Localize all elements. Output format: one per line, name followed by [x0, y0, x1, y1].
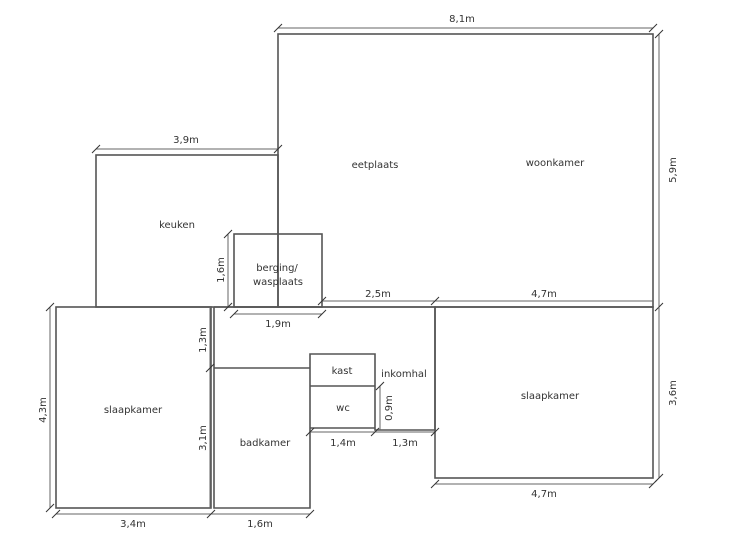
dim-label: 1,6m [247, 519, 273, 530]
dim-label: 3,4m [120, 519, 146, 530]
room-label-wc: wc [336, 403, 350, 414]
dim-label: 1,3m [392, 438, 418, 449]
dim-label: 2,5m [365, 289, 391, 300]
bathroom-wall [213, 307, 435, 509]
dimension-lines [45, 23, 664, 519]
dim-label: 1,4m [330, 438, 356, 449]
dim-label: 3,1m [198, 425, 209, 451]
dim-label: 4,3m [38, 397, 49, 423]
dim-label: 1,6m [216, 257, 227, 283]
dim-label: 5,9m [668, 157, 679, 183]
kitchen-wall [95, 154, 279, 308]
room-label-badkamer: badkamer [240, 438, 291, 449]
room-label-keuken: keuken [159, 220, 195, 231]
room-label-berging: berging/ [256, 263, 298, 274]
dim-label: 3,9m [173, 135, 199, 146]
room-label-woonkamer: woonkamer [526, 158, 585, 169]
dim-label: 8,1m [449, 14, 475, 25]
walls [55, 33, 654, 509]
left-bedroom-wall [55, 306, 212, 509]
living-room-wall [277, 33, 654, 308]
room-label-slaapkamer-left: slaapkamer [104, 405, 163, 416]
room-label-eetplaats: eetplaats [352, 160, 399, 171]
room-label-kast: kast [332, 366, 353, 377]
room-label-slaapkamer-right: slaapkamer [521, 391, 580, 402]
dimension-labels: 8,1m 5,9m 3,9m 1,6m 1,9m 2,5m 4,7m 4,3m … [38, 14, 679, 530]
room-label-inkomhal: inkomhal [381, 369, 427, 380]
room-label-wasplaats: wasplaats [253, 277, 303, 288]
dim-label: 0,9m [384, 395, 395, 421]
dim-label: 4,7m [531, 489, 557, 500]
dim-label: 3,6m [668, 380, 679, 406]
right-bedroom-wall [434, 306, 654, 479]
dim-label: 1,9m [265, 319, 291, 330]
room-labels: eetplaats woonkamer keuken berging/ wasp… [104, 158, 585, 449]
dim-label: 1,3m [198, 327, 209, 353]
dim-label: 4,7m [531, 289, 557, 300]
